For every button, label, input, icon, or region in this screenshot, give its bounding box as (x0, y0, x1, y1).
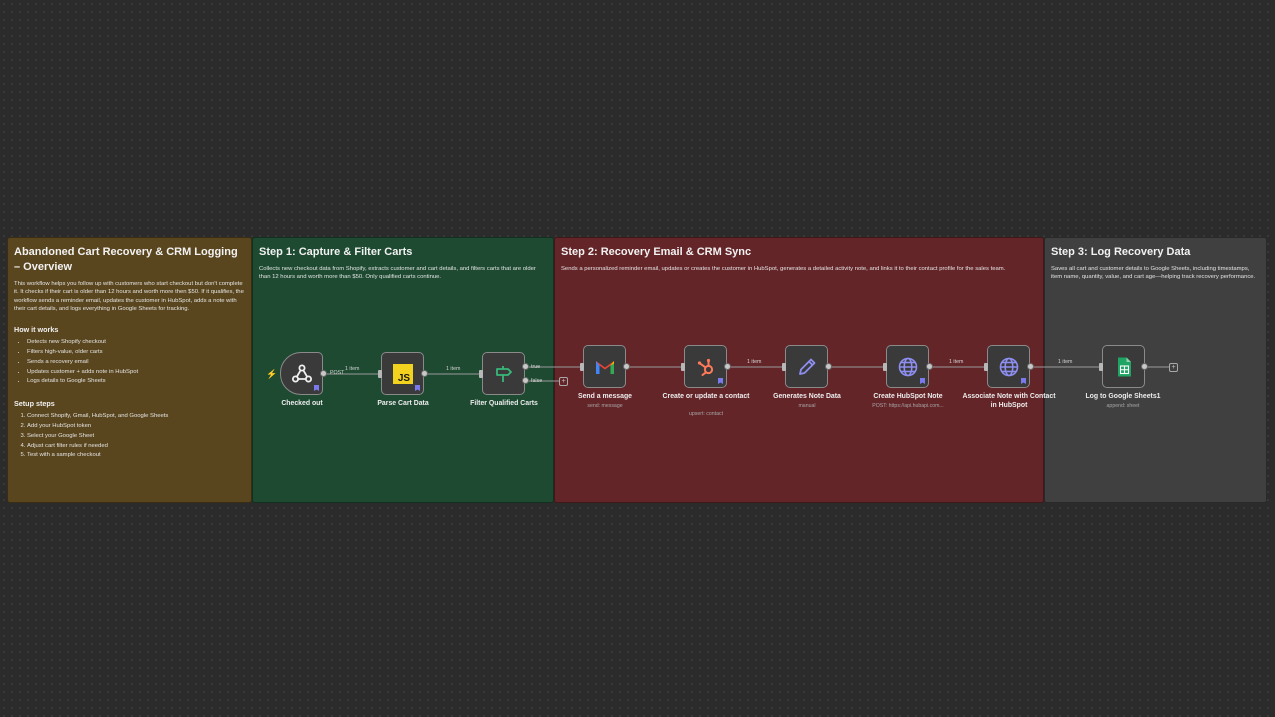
gmail-icon (595, 360, 614, 374)
edge-label-item: 1 item (1058, 359, 1073, 365)
how-it-works-list: Detects new Shopify checkout Filters hig… (14, 338, 245, 387)
output-handle[interactable] (1141, 363, 1148, 370)
add-node-button[interactable]: + (559, 377, 568, 386)
add-node-button[interactable]: + (1169, 363, 1178, 372)
note-description: Collects new checkout data from Shopify,… (259, 266, 536, 281)
note-title: Abandoned Cart Recovery & CRM Logging – … (14, 246, 238, 273)
output-handle[interactable] (724, 363, 731, 370)
node-parse-cart-data[interactable]: JS (381, 352, 424, 395)
node-send-a-message[interactable] (583, 345, 626, 388)
edge-label-item: 1 item (747, 359, 762, 365)
output-handle-true[interactable] (522, 363, 529, 370)
edge-label-true: true (531, 364, 541, 370)
node-associate-note[interactable] (987, 345, 1030, 388)
note-title: Step 1: Capture & Filter Carts (259, 246, 413, 258)
pin-flag-icon (1021, 378, 1026, 384)
list-item: Sends a recovery email (27, 358, 245, 368)
edge-label-false: false (531, 378, 543, 384)
input-handle[interactable] (378, 370, 382, 378)
node-label: Create or update a contact (662, 393, 750, 400)
node-label: Log to Google Sheets1 (1085, 393, 1161, 400)
edge-label-post: POST (330, 370, 345, 376)
node-subtitle: send: message (587, 403, 623, 409)
note-title: Step 2: Recovery Email & CRM Sync (561, 246, 752, 258)
edge-label-item: 1 item (949, 359, 964, 365)
node-filter-qualified-carts[interactable] (482, 352, 525, 395)
edge-label-item: 1 item (345, 366, 360, 372)
output-handle[interactable] (623, 363, 630, 370)
list-item: Connect Shopify, Gmail, HubSpot, and Goo… (27, 412, 245, 422)
input-handle[interactable] (984, 363, 988, 371)
pencil-icon (798, 358, 815, 375)
node-label: Create HubSpot Note (873, 393, 943, 400)
note-description: This workflow helps you follow up with c… (14, 281, 244, 312)
list-item: Test with a sample checkout (27, 451, 245, 461)
input-handle[interactable] (681, 363, 685, 371)
input-handle[interactable] (883, 363, 887, 371)
node-label: Checked out (281, 400, 323, 407)
pin-flag-icon (314, 385, 319, 391)
note-description: Saves all cart and customer details to G… (1051, 266, 1256, 281)
sheets-icon (1117, 357, 1131, 376)
input-handle[interactable] (782, 363, 786, 371)
list-item: Filters high-value, older carts (27, 348, 245, 358)
list-item: Detects new Shopify checkout (27, 338, 245, 348)
sticky-note-step3[interactable]: Step 3: Log Recovery Data Saves all cart… (1044, 237, 1267, 503)
hubspot-icon (697, 358, 713, 376)
list-item: Adjust cart filter rules if needed (27, 442, 245, 452)
list-item: Updates customer + adds note in HubSpot (27, 368, 245, 378)
node-log-to-google-sheets[interactable] (1102, 345, 1145, 388)
sticky-note-overview[interactable]: Abandoned Cart Recovery & CRM Logging – … (7, 237, 252, 503)
output-handle[interactable] (825, 363, 832, 370)
note-description: Sends a personalized reminder email, upd… (561, 266, 1006, 272)
edge-label-item: 1 item (446, 366, 461, 372)
node-create-hubspot-note[interactable] (886, 345, 929, 388)
note-title: Step 3: Log Recovery Data (1051, 246, 1191, 258)
node-label: Generates Note Data (773, 393, 841, 400)
pin-flag-icon (415, 385, 420, 391)
list-item: Logs details to Google Sheets (27, 377, 245, 387)
list-item: Select your Google Sheet (27, 432, 245, 442)
node-label: Associate Note with Contact in HubSpot (962, 393, 1056, 409)
input-handle[interactable] (580, 363, 584, 371)
setup-steps-list: Connect Shopify, Gmail, HubSpot, and Goo… (14, 412, 245, 461)
note-heading-setup: Setup steps (14, 399, 55, 409)
node-checked-out[interactable] (280, 352, 323, 395)
output-handle-false[interactable] (522, 377, 529, 384)
node-subtitle: append: sheet (1106, 403, 1140, 409)
node-generates-note-data[interactable] (785, 345, 828, 388)
node-label: Parse Cart Data (377, 400, 429, 407)
svg-text:JS: JS (397, 373, 410, 384)
list-item: Add your HubSpot token (27, 422, 245, 432)
node-subtitle: POST: https://api.hubapi.com... (872, 403, 944, 409)
pin-flag-icon (920, 378, 925, 384)
output-handle[interactable] (926, 363, 933, 370)
trigger-bolt-icon: ⚡ (266, 369, 278, 379)
globe-icon (898, 357, 917, 376)
javascript-icon: JS (392, 363, 413, 384)
webhook-icon (291, 364, 312, 382)
input-handle[interactable] (479, 370, 483, 378)
node-subtitle: upsert: contact (688, 411, 724, 417)
pin-flag-icon (718, 378, 723, 384)
node-subtitle: manual (798, 403, 816, 409)
output-handle[interactable] (1027, 363, 1034, 370)
output-handle[interactable] (320, 370, 327, 377)
input-handle[interactable] (1099, 363, 1103, 371)
filter-icon (495, 365, 512, 382)
node-create-or-update-contact[interactable] (684, 345, 727, 388)
node-label: Filter Qualified Carts (470, 400, 538, 407)
globe-icon (999, 357, 1018, 376)
output-handle[interactable] (421, 370, 428, 377)
note-heading-how: How it works (14, 325, 59, 335)
node-label: Send a message (577, 393, 632, 400)
